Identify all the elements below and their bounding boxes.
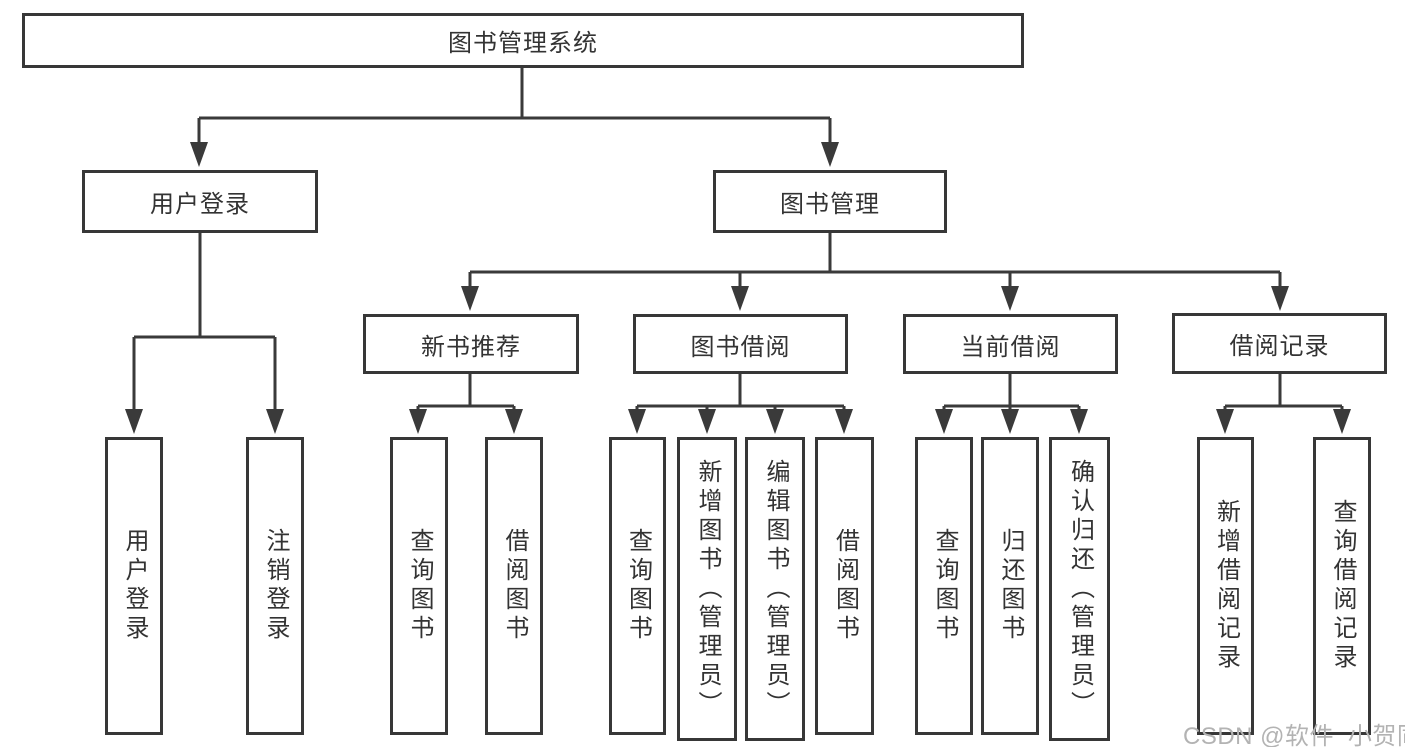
connector-book-mgmt-to-level3	[461, 233, 1289, 311]
leaf-user-login: 用户登录	[105, 437, 163, 735]
leaf-cb-query-book: 查询图书	[915, 437, 973, 735]
node-book-mgmt-group: 图书管理	[713, 170, 947, 233]
node-book-borrow: 图书借阅	[633, 314, 848, 374]
leaf-logout: 注销登录	[246, 437, 304, 735]
connector-root-to-level2	[190, 68, 839, 167]
leaf-bb-borrow-book: 借阅图书	[815, 437, 874, 735]
csdn-watermark: CSDN @软件_小贺同学	[1183, 723, 1405, 747]
leaf-bb-query-book: 查询图书	[609, 437, 666, 735]
leaf-br-query-record: 查询借阅记录	[1313, 437, 1371, 735]
leaf-nb-query-book: 查询图书	[390, 437, 448, 735]
connector-borrow-record-to-leaves	[1216, 374, 1351, 434]
leaf-nb-borrow-book: 借阅图书	[485, 437, 543, 735]
leaf-br-add-record: 新增借阅记录	[1197, 437, 1254, 735]
node-current-borrow: 当前借阅	[903, 314, 1118, 374]
node-borrow-record: 借阅记录	[1172, 313, 1387, 374]
leaf-cb-return-book: 归还图书	[981, 437, 1039, 735]
node-user-login-group: 用户登录	[82, 170, 318, 233]
connector-book-borrow-to-leaves	[628, 374, 853, 434]
leaf-cb-confirm-return-admin: 确认归还（管理员）	[1049, 437, 1110, 741]
connector-new-book-rec-to-leaves	[409, 374, 523, 434]
connector-user-login-to-leaves	[125, 233, 284, 434]
node-new-book-rec: 新书推荐	[363, 314, 579, 374]
connector-current-borrow-to-leaves	[935, 374, 1088, 434]
node-root: 图书管理系统	[22, 13, 1024, 68]
leaf-bb-edit-book-admin: 编辑图书（管理员）	[745, 437, 805, 741]
leaf-bb-add-book-admin: 新增图书（管理员）	[677, 437, 737, 741]
